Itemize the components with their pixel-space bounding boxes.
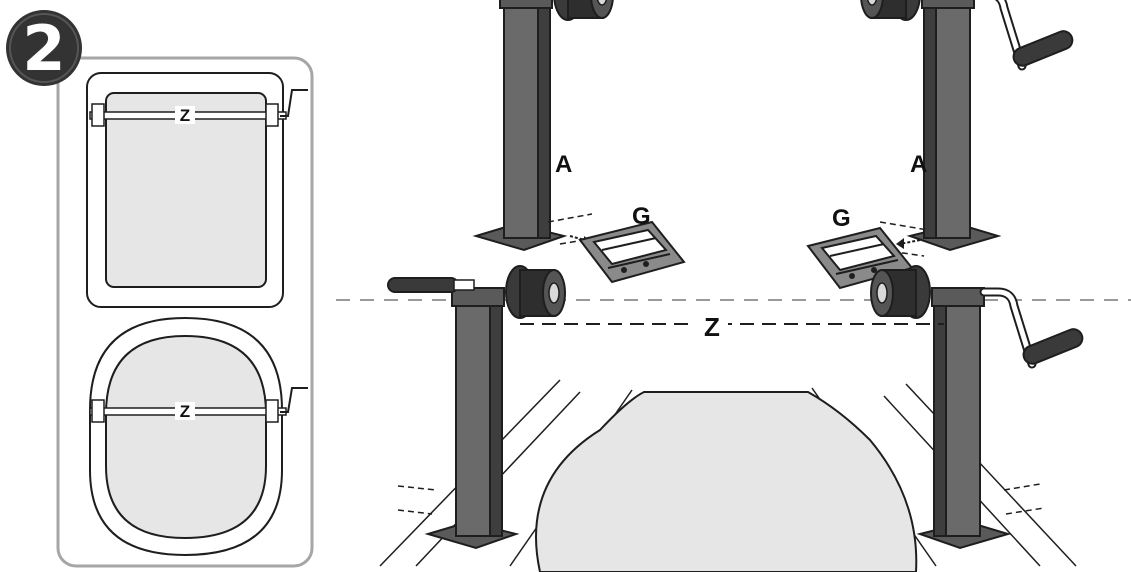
step-number-badge: 2: [6, 10, 82, 86]
support-stand-illustration: [387, 265, 566, 549]
oval-frame-top-view: Z: [89, 316, 308, 557]
step-number: 2: [22, 12, 65, 85]
stand-label-left: A: [555, 151, 572, 178]
stand-label-right: A: [910, 151, 927, 178]
plate-label-left: G: [632, 203, 651, 230]
top-view-panel: Z Z: [56, 56, 314, 568]
axle-distance-label-scene: Z: [704, 312, 720, 342]
positioning-scene: Z: [379, 265, 1085, 572]
stand-left-with-plate: A G: [435, 0, 685, 283]
base-plate-illustration: [579, 221, 685, 283]
axle-distance-label-top: Z: [180, 106, 190, 125]
support-stand-illustration: [861, 0, 1075, 250]
axle-distance-label-oval: Z: [180, 402, 190, 421]
support-stand-illustration: [435, 0, 614, 251]
rectangular-frame-top-view: Z: [86, 72, 308, 308]
plate-label-right: G: [832, 205, 851, 232]
stand-right-with-plate: A G: [807, 0, 1075, 289]
